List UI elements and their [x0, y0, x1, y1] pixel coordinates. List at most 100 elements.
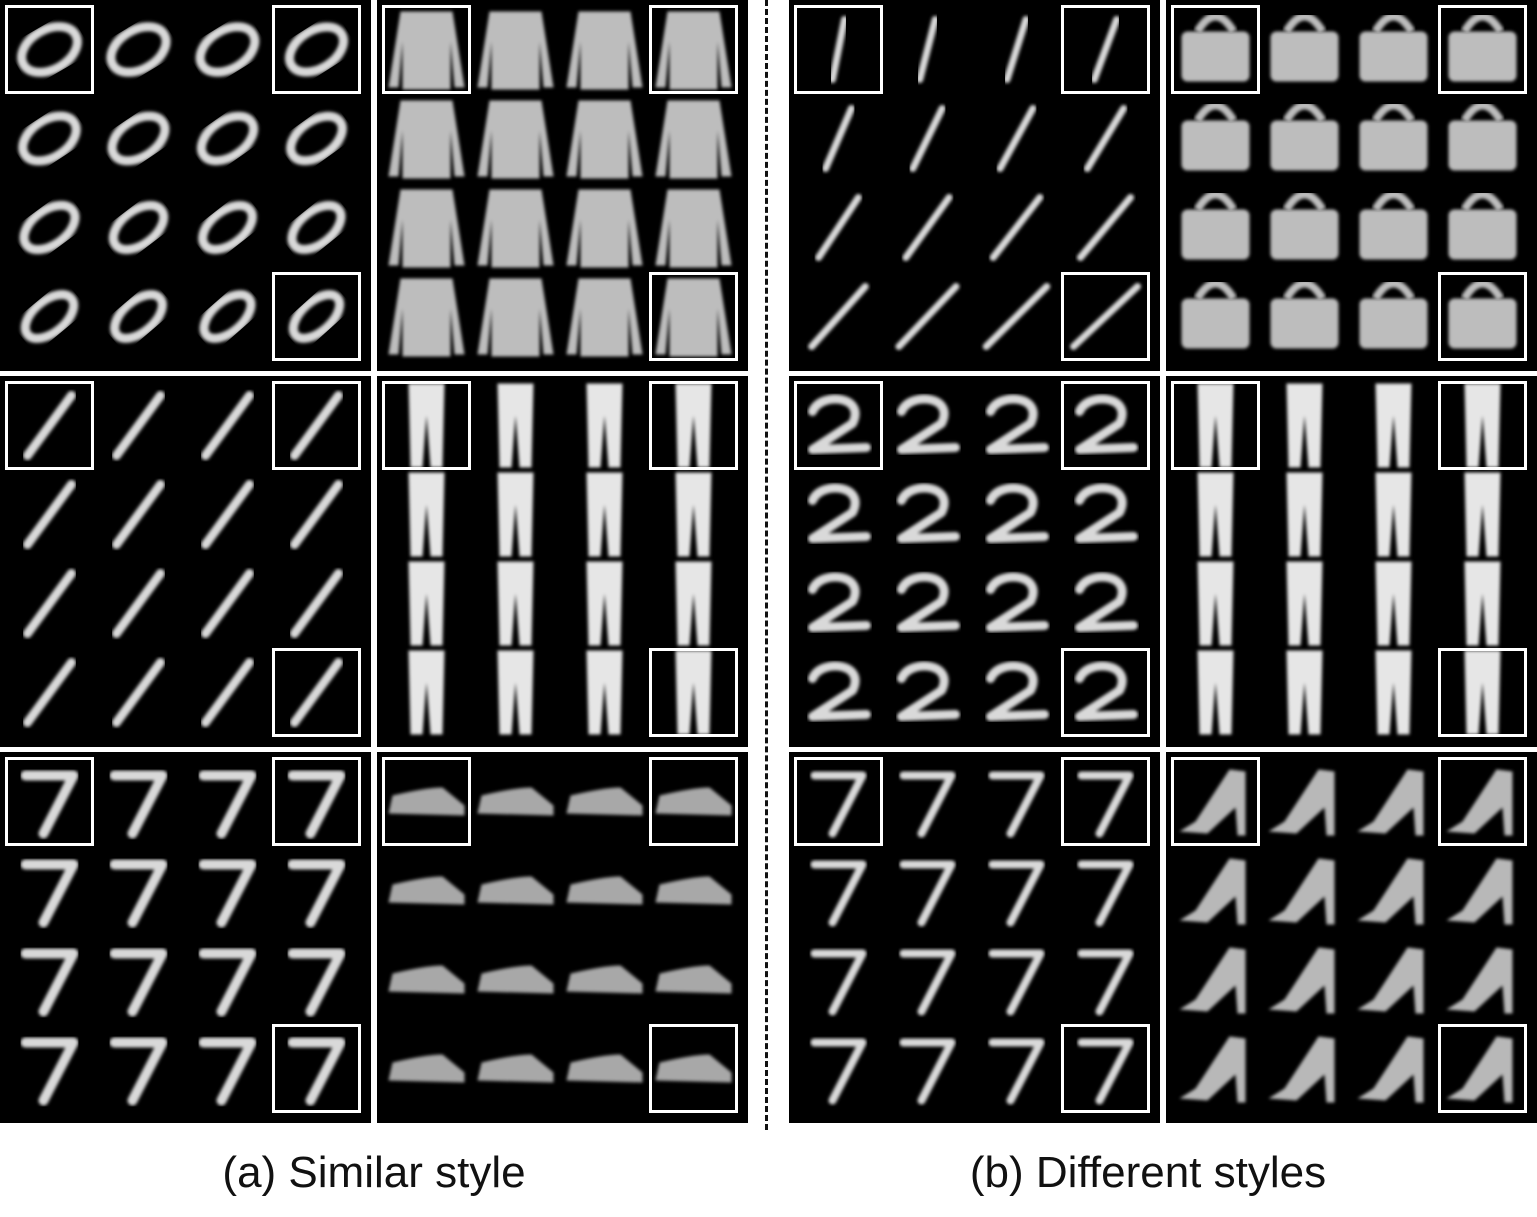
- grid-cell: [408, 561, 445, 646]
- grid-cell: [1357, 947, 1424, 1014]
- grid-cell: [408, 472, 445, 557]
- grid-cell: [286, 111, 347, 166]
- panel-a-digit-1-1-0: [0, 376, 371, 747]
- grid-cell: [477, 965, 554, 994]
- grid-cell: [986, 661, 1049, 721]
- grid-cell: [497, 561, 534, 646]
- grid-cell: [1090, 16, 1121, 83]
- grid-cell: [1181, 12, 1250, 82]
- grid-cell: [1181, 279, 1250, 349]
- grid-cell: [1179, 947, 1246, 1014]
- grid-cell: [1179, 769, 1246, 836]
- panel-a-pullover-0-1: [377, 0, 748, 371]
- grid-cell: [655, 787, 732, 816]
- grid-cell: [996, 105, 1037, 172]
- grid-cell: [201, 391, 254, 460]
- grid-cell: [566, 1054, 643, 1083]
- reference-frame: [1438, 648, 1527, 737]
- grid-cell: [1075, 661, 1138, 721]
- grid-cell: [988, 949, 1045, 1016]
- grid-cell: [566, 278, 643, 357]
- grid-cell: [586, 383, 623, 468]
- grid-cell: [675, 472, 712, 557]
- grid-cell: [989, 194, 1044, 261]
- panel-b-digit-7-2-0: [789, 752, 1160, 1123]
- grid-cell: [23, 658, 76, 727]
- grid-cell: [808, 572, 871, 632]
- grid-cell: [586, 561, 623, 646]
- grid-cell: [986, 483, 1049, 543]
- reference-frame: [794, 757, 883, 846]
- grid-cell: [287, 770, 346, 839]
- grid-cell: [201, 569, 254, 638]
- grid-cell: [1076, 194, 1135, 261]
- panel-a-digit-0-0-0: [0, 0, 371, 371]
- grid-cell: [1268, 858, 1335, 925]
- grid-cell: [1448, 279, 1517, 349]
- grid-cell: [497, 383, 534, 468]
- reference-frame: [272, 381, 361, 470]
- grid-cell: [477, 1054, 554, 1083]
- grid-cell: [1286, 383, 1323, 468]
- grid-cell: [388, 876, 465, 905]
- reference-frame: [272, 757, 361, 846]
- grid-cell: [1075, 572, 1138, 632]
- reference-frame: [649, 272, 738, 361]
- panel-b-digit-1-0-0: [789, 0, 1160, 371]
- grid-cell: [899, 949, 956, 1016]
- grid-cell: [285, 22, 348, 77]
- reference-frame: [1061, 757, 1150, 846]
- grid-cell: [497, 472, 534, 557]
- grid-cell: [1075, 394, 1138, 454]
- caption-a: (a) Similar style: [222, 1148, 526, 1197]
- grid-cell: [112, 391, 165, 460]
- panel-a-sneaker-2-1: [377, 752, 748, 1123]
- grid-cell: [1286, 561, 1323, 646]
- grid-cell: [1197, 561, 1234, 646]
- grid-cell: [810, 1038, 867, 1105]
- grid-cell: [287, 1037, 346, 1106]
- grid-cell: [408, 650, 445, 735]
- grid-cell: [1357, 1036, 1424, 1103]
- grid-cell: [566, 787, 643, 816]
- grid-cell: [988, 771, 1045, 838]
- grid-cell: [675, 383, 712, 468]
- reference-frame: [1438, 5, 1527, 94]
- grid-cell: [808, 394, 871, 454]
- grid-cell: [909, 105, 946, 172]
- grid-cell: [201, 480, 254, 549]
- grid-cell: [198, 770, 257, 839]
- grid-cell: [1197, 650, 1234, 735]
- grid-cell: [477, 278, 554, 357]
- grid-cell: [1464, 383, 1501, 468]
- reference-frame: [272, 648, 361, 737]
- grid-cell: [675, 561, 712, 646]
- panel-a-trouser-1-1: [377, 376, 748, 747]
- grid-cell: [899, 1038, 956, 1105]
- grid-cell: [20, 948, 79, 1017]
- grid-cell: [388, 11, 465, 90]
- grid-cell: [988, 860, 1045, 927]
- grid-cell: [388, 1054, 465, 1083]
- grid-cell: [655, 11, 732, 90]
- grid-cell: [1446, 769, 1513, 836]
- grid-cell: [290, 658, 343, 727]
- grid-cell: [201, 658, 254, 727]
- grid-cell: [586, 650, 623, 735]
- reference-frame: [272, 1024, 361, 1113]
- grid-cell: [1286, 650, 1323, 735]
- grid-cell: [198, 201, 257, 254]
- grid-cell: [290, 480, 343, 549]
- grid-cell: [586, 472, 623, 557]
- grid-cell: [986, 572, 1049, 632]
- grid-cell: [566, 11, 643, 90]
- reference-frame: [382, 381, 471, 470]
- grid-cell: [902, 194, 953, 261]
- grid-cell: [1083, 105, 1128, 172]
- grid-cell: [655, 1054, 732, 1083]
- grid-cell: [808, 661, 871, 721]
- grid-cell: [108, 200, 169, 255]
- grid-cell: [986, 394, 1049, 454]
- grid-cell: [198, 859, 257, 928]
